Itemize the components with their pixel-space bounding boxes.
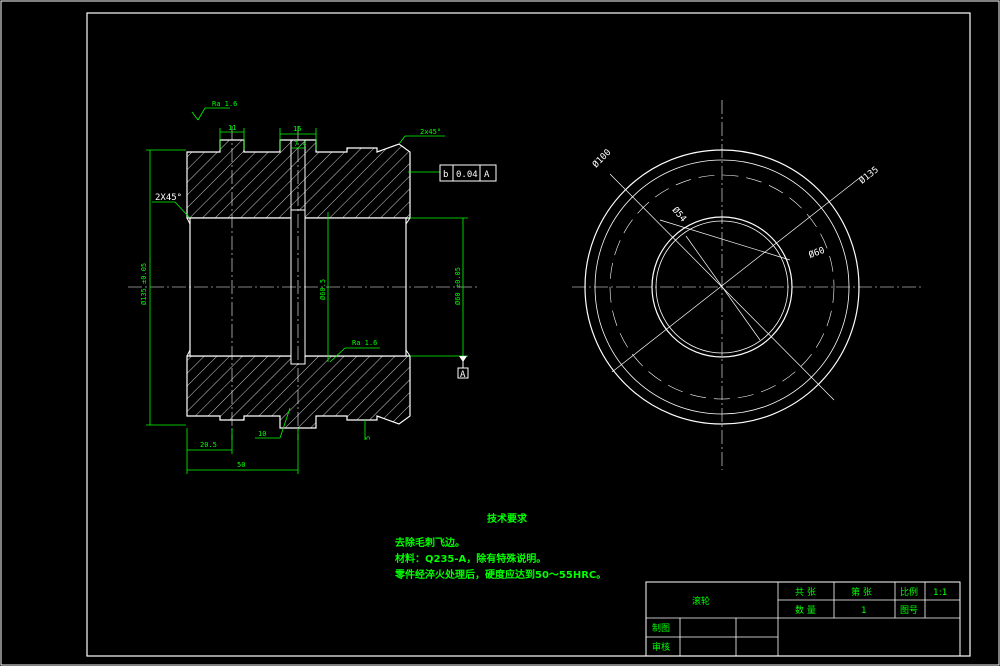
groove2-inner-label: 7.4: [294, 140, 307, 148]
technical-notes: 技术要求 去除毛刺飞边。 材料：Q235-A，除有特殊说明。 零件经淬火处理后，…: [394, 512, 606, 581]
tolerance-frame: [439, 164, 497, 182]
left-offset-label: 20.5: [200, 441, 217, 449]
checked-label: 审核: [652, 641, 670, 653]
outer-diameter-label: Ø135 ±0.05: [140, 263, 148, 305]
tolerance-datum: A: [484, 170, 490, 180]
tolerance-value: 0.04: [456, 170, 478, 180]
right-small-label: 5: [364, 436, 372, 440]
scale-value: 1:1: [933, 588, 947, 598]
total-width-label: 50: [237, 461, 245, 469]
notes-line3: 零件经淬火处理后，硬度应达到50～55HRC。: [394, 568, 606, 581]
quantity-label: 数 量: [795, 604, 816, 616]
side-view: Ø100 Ø135 Ø60 Ø54: [572, 100, 922, 470]
d100-label: Ø100: [590, 147, 613, 170]
roughness-bore-label: Ra 1.6: [352, 339, 377, 347]
groove2-width-label: 16: [293, 125, 301, 133]
front-view: Ra 1.6 11 16 7.4 2x45° 2X45° b 0.04 A A …: [128, 100, 497, 474]
lower-section: [186, 355, 411, 429]
upper-section: [186, 139, 411, 219]
groove1-width-label: 11: [228, 124, 236, 132]
drawn-label: 制图: [652, 622, 670, 634]
quantity-value: 1: [861, 606, 867, 616]
tolerance-symbol: b: [443, 170, 448, 180]
bottom-small-label: 10: [258, 430, 266, 438]
d135-label: Ø135: [857, 164, 881, 186]
inner-border: [86, 12, 971, 657]
notes-heading: 技术要求: [487, 512, 528, 525]
chamfer-right-label: 2x45°: [420, 128, 441, 136]
part-name: 滚轮: [692, 595, 710, 607]
drawing-no-label: 图号: [900, 605, 918, 616]
chamfer-left-label: 2X45°: [155, 193, 182, 203]
sheet-label: 第 张: [851, 586, 872, 598]
scale-label: 比例: [900, 586, 918, 598]
title-block: 滚轮 共 张 第 张 比例 1:1 数 量 1 图号 制图 审核: [645, 581, 961, 657]
notes-line1: 去除毛刺飞边。: [395, 536, 465, 549]
count-label: 共 张: [795, 587, 816, 598]
bore-diameter-label: Ø60.5: [319, 279, 327, 300]
d54-label: Ø54: [670, 205, 689, 225]
inner-diameter-label: Ø60 ±0.05: [454, 267, 462, 305]
notes-line2: 材料：Q235-A，除有特殊说明。: [395, 552, 546, 565]
datum-label: A: [460, 370, 466, 380]
roughness-top-label: Ra 1.6: [212, 100, 237, 108]
d60-label: Ø60: [807, 245, 826, 261]
